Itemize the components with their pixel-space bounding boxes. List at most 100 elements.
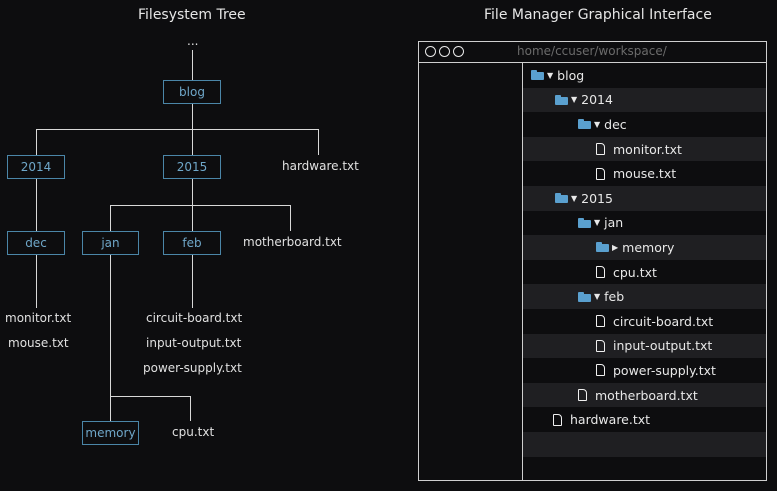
leaf-power-supply: power-supply.txt xyxy=(143,361,242,375)
folder-icon xyxy=(555,94,568,105)
folder-row[interactable]: ▼dec xyxy=(578,112,627,137)
window-minimize-button[interactable] xyxy=(439,46,450,57)
connector-line xyxy=(110,396,191,397)
leaf-input-output: input-output.txt xyxy=(146,336,242,350)
file-icon xyxy=(596,143,605,156)
chevron-down-icon[interactable]: ▼ xyxy=(594,292,601,302)
file-icon xyxy=(596,167,605,180)
leaf-mouse: mouse.txt xyxy=(8,336,69,350)
file-row-bg xyxy=(523,211,766,236)
root-ellipsis: ... xyxy=(187,34,199,48)
item-label: jan xyxy=(604,215,624,231)
file-icon xyxy=(596,315,605,328)
chevron-down-icon[interactable]: ▼ xyxy=(571,95,578,105)
file-row-bg xyxy=(523,284,766,309)
item-label: monitor.txt xyxy=(613,141,682,157)
connector-line xyxy=(290,205,291,231)
folder-row[interactable]: ▼blog xyxy=(531,63,584,88)
address-path[interactable]: home/ccuser/workspace/ xyxy=(517,44,667,58)
folder-row[interactable]: ▼2015 xyxy=(555,186,613,211)
chevron-down-icon[interactable]: ▼ xyxy=(594,218,601,228)
item-label: motherboard.txt xyxy=(595,387,698,403)
item-label: input-output.txt xyxy=(613,338,713,354)
folder-row[interactable]: ▼2014 xyxy=(555,88,613,113)
folder-icon xyxy=(578,291,591,302)
item-label: circuit-board.txt xyxy=(613,313,714,329)
connector-line xyxy=(110,205,111,231)
folder-row[interactable]: ▼feb xyxy=(578,284,624,309)
file-row-bg xyxy=(523,112,766,137)
item-label: cpu.txt xyxy=(613,264,657,280)
file-icon xyxy=(578,389,587,402)
item-label: hardware.txt xyxy=(570,412,651,428)
item-label: blog xyxy=(557,67,585,83)
node-memory: memory xyxy=(82,421,139,445)
file-row[interactable]: motherboard.txt xyxy=(578,383,698,408)
connector-line xyxy=(192,255,193,308)
file-row[interactable]: mouse.txt xyxy=(596,161,676,186)
node-blog: blog xyxy=(163,80,221,104)
connector-line xyxy=(36,129,37,155)
folder-row[interactable]: ▼jan xyxy=(578,211,623,236)
leaf-hardware: hardware.txt xyxy=(282,159,359,173)
connector-line xyxy=(190,396,191,421)
node-dec: dec xyxy=(7,231,65,255)
file-icon xyxy=(553,413,562,426)
window-maximize-button[interactable] xyxy=(453,46,464,57)
connector-line xyxy=(110,205,291,206)
folder-icon xyxy=(578,217,591,228)
file-icon xyxy=(596,364,605,377)
file-row-bg xyxy=(523,333,766,359)
file-row-bg xyxy=(523,432,766,457)
file-row-bg xyxy=(523,235,766,260)
chevron-down-icon[interactable]: ▼ xyxy=(594,119,601,129)
node-feb: feb xyxy=(163,231,221,255)
file-row-bg xyxy=(523,136,766,162)
tree-title: Filesystem Tree xyxy=(138,7,246,23)
node-2015: 2015 xyxy=(163,155,221,179)
file-manager-title: File Manager Graphical Interface xyxy=(484,7,712,23)
item-label: power-supply.txt xyxy=(613,362,716,378)
connector-line xyxy=(36,255,37,308)
file-icon xyxy=(596,339,605,352)
file-row-bg xyxy=(523,382,766,408)
file-row[interactable]: cpu.txt xyxy=(596,260,657,285)
folder-row[interactable]: ▶memory xyxy=(596,235,674,260)
file-row[interactable]: monitor.txt xyxy=(596,137,682,162)
window-close-button[interactable] xyxy=(425,46,436,57)
leaf-monitor: monitor.txt xyxy=(5,311,72,325)
connector-line xyxy=(110,255,111,421)
leaf-circuit-board: circuit-board.txt xyxy=(146,311,243,325)
window-titlebar: home/ccuser/workspace/ xyxy=(419,42,766,63)
file-row[interactable]: circuit-board.txt xyxy=(596,309,713,334)
connector-line xyxy=(192,50,193,80)
folder-icon xyxy=(596,242,609,253)
connector-line xyxy=(36,129,319,130)
leaf-motherboard: motherboard.txt xyxy=(243,235,342,249)
file-row[interactable]: input-output.txt xyxy=(596,334,712,359)
file-row[interactable]: hardware.txt xyxy=(553,407,650,432)
chevron-down-icon[interactable]: ▼ xyxy=(547,70,554,80)
chevron-right-icon[interactable]: ▶ xyxy=(612,242,619,252)
file-row[interactable]: power-supply.txt xyxy=(596,358,716,383)
connector-line xyxy=(36,179,37,231)
folder-icon xyxy=(578,119,591,130)
item-label: memory xyxy=(622,239,675,255)
sidebar-panel xyxy=(419,63,523,480)
item-label: 2015 xyxy=(581,190,613,206)
connector-line xyxy=(318,129,319,155)
file-icon xyxy=(596,266,605,279)
leaf-cpu: cpu.txt xyxy=(172,425,215,439)
node-jan: jan xyxy=(82,231,139,255)
node-2014: 2014 xyxy=(7,155,65,179)
folder-icon xyxy=(555,193,568,204)
folder-icon xyxy=(531,70,544,81)
item-label: dec xyxy=(604,116,627,132)
file-row-bg xyxy=(523,457,766,482)
item-label: mouse.txt xyxy=(613,166,677,182)
chevron-down-icon[interactable]: ▼ xyxy=(571,193,578,203)
item-label: 2014 xyxy=(581,92,613,108)
item-label: feb xyxy=(604,289,625,305)
